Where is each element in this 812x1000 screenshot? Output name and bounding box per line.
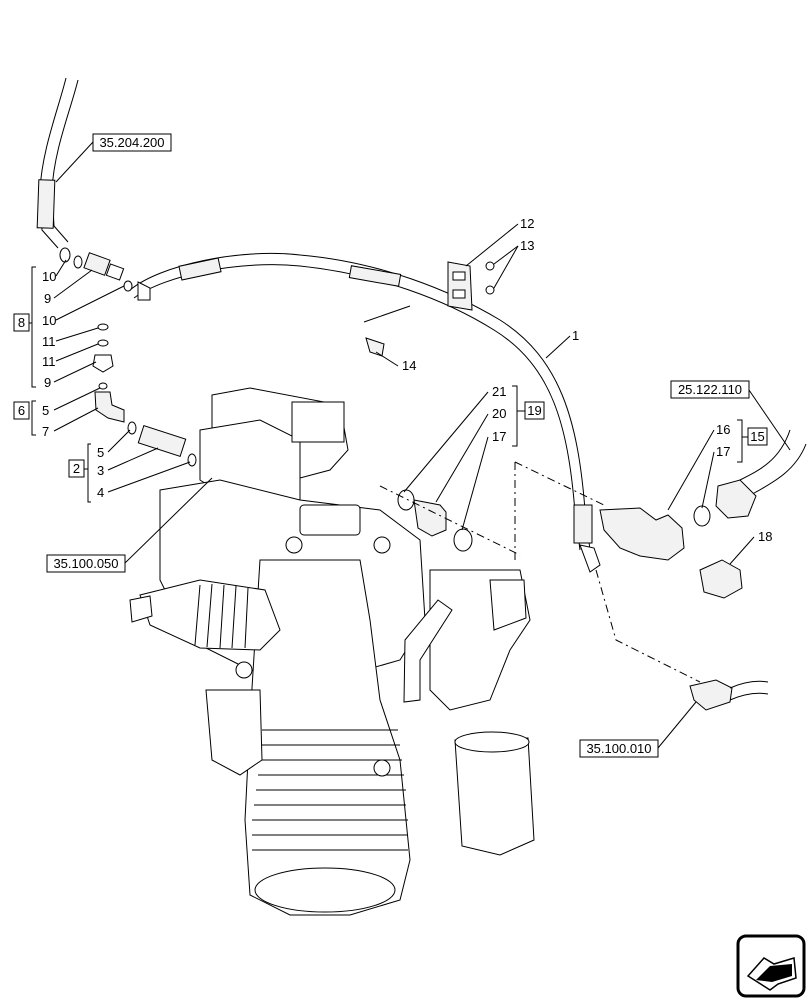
fittings-mid <box>397 489 473 552</box>
svg-text:8: 8 <box>18 315 25 330</box>
callout-12: 12 <box>520 216 534 231</box>
hose-1 <box>129 252 601 573</box>
callout-16: 16 <box>716 422 730 437</box>
callout-18: 18 <box>758 529 772 544</box>
lower-right-fitting <box>689 679 769 711</box>
ref-35-204-200[interactable]: 35.204.200 <box>55 133 172 183</box>
callout-5: 5 <box>42 403 49 418</box>
callout-13: 13 <box>520 238 534 253</box>
callout-3: 3 <box>97 463 104 478</box>
engine-assembly <box>129 387 535 916</box>
callout-10: 10 <box>42 313 56 328</box>
callout-14: 14 <box>402 358 416 373</box>
fittings-left <box>59 247 197 467</box>
ref-25-122-110[interactable]: 25.122.110 <box>670 380 791 451</box>
group-15: 15 <box>737 419 768 463</box>
svg-text:2: 2 <box>73 461 80 476</box>
svg-text:6: 6 <box>18 403 25 418</box>
callout-11: 11 <box>42 334 56 349</box>
callout-7: 7 <box>42 424 49 439</box>
group-8: 8 <box>13 266 36 388</box>
svg-text:15: 15 <box>750 429 764 444</box>
callout-17: 17 <box>716 444 730 459</box>
callout-20: 20 <box>492 406 506 421</box>
svg-text:35.100.050: 35.100.050 <box>53 556 118 571</box>
svg-text:19: 19 <box>527 403 541 418</box>
callout-9: 9 <box>44 291 51 306</box>
dash-dot-lines <box>379 461 701 683</box>
callout-10: 10 <box>42 269 56 284</box>
bracket <box>365 261 495 357</box>
callout-17: 17 <box>492 429 506 444</box>
callout-21: 21 <box>492 384 506 399</box>
callouts: 10 9 10 11 11 9 5 7 5 3 4 12 13 14 1 21 … <box>42 216 772 565</box>
callout-1: 1 <box>572 328 579 343</box>
callout-4: 4 <box>97 485 104 500</box>
callout-9: 9 <box>44 375 51 390</box>
ref-35-100-010[interactable]: 35.100.010 <box>579 701 697 758</box>
svg-text:35.100.010: 35.100.010 <box>586 741 651 756</box>
upper-hose <box>36 77 79 249</box>
arrow-navigation-icon[interactable] <box>736 934 806 998</box>
svg-text:25.122.110: 25.122.110 <box>678 382 742 397</box>
callout-5: 5 <box>97 445 104 460</box>
group-19: 19 <box>512 385 545 447</box>
ref-35-100-050[interactable]: 35.100.050 <box>46 477 213 573</box>
svg-text:35.204.200: 35.204.200 <box>99 135 164 150</box>
callout-11: 11 <box>42 354 56 369</box>
fittings-right <box>599 429 807 599</box>
group-2: 2 <box>68 443 91 503</box>
group-6: 6 <box>13 400 36 436</box>
